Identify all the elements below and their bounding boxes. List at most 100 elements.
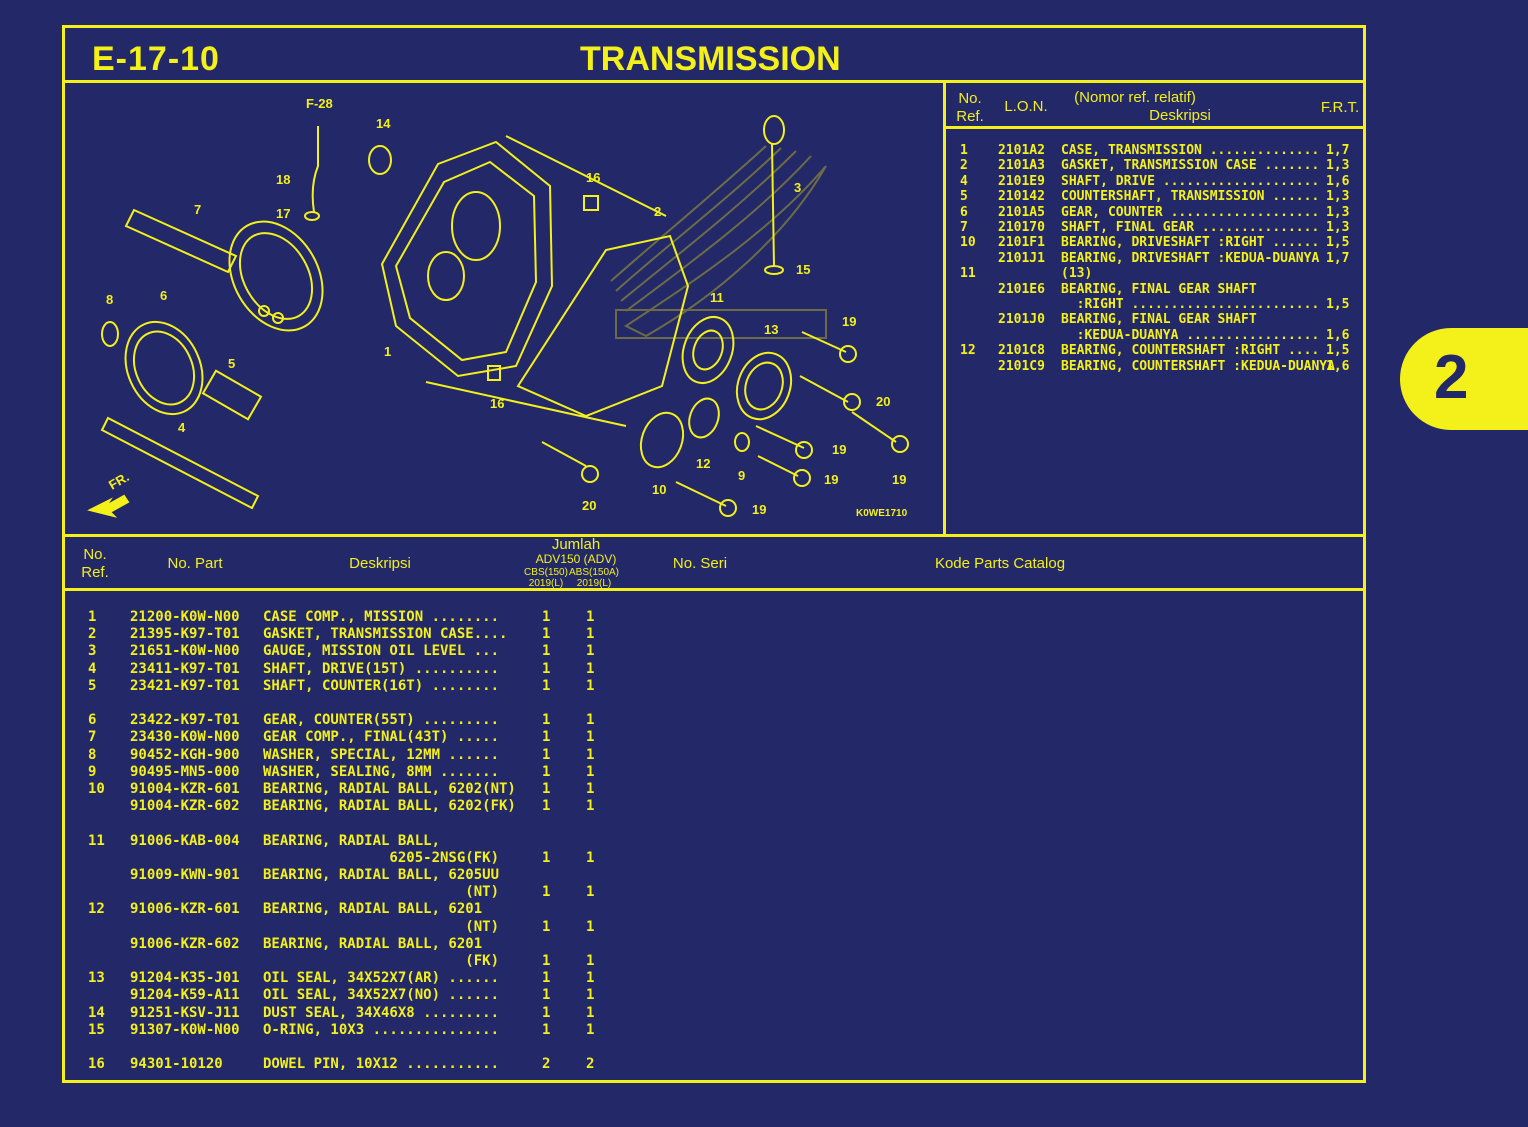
lon-ref: 6: [960, 204, 968, 220]
part-ref: 11: [88, 832, 105, 849]
lon-code: 2101A5: [998, 204, 1045, 220]
bearings: [639, 316, 793, 469]
lon-code: 2101J0: [998, 312, 1045, 328]
washer-special: [101, 321, 119, 347]
lon-desc: (13): [1061, 266, 1093, 282]
part-ref: 5: [88, 677, 97, 694]
part-number: 91006-KZR-602: [130, 935, 240, 952]
callout-label: 5: [228, 356, 235, 371]
lon-desc: GASKET, TRANSMISSION CASE .......: [1061, 158, 1320, 174]
part-number: 91006-KZR-601: [130, 901, 240, 918]
transmission-case: [380, 135, 667, 427]
callout-label: 10: [652, 482, 666, 497]
callout-label: 9: [738, 468, 745, 483]
part-desc: SHAFT, DRIVE(15T) ..........: [263, 660, 500, 677]
parts-header-model: ADV150 (ADV): [535, 552, 617, 566]
part-desc: (NT): [263, 884, 500, 901]
part-desc: BEARING, RADIAL BALL,: [263, 832, 441, 849]
qty-abs: 1: [586, 953, 595, 969]
section-tab-label: 2: [1434, 343, 1469, 412]
qty-abs: 1: [586, 1021, 595, 1038]
part-desc: WASHER, SEALING, 8MM .......: [263, 763, 500, 780]
qty-abs: 1: [586, 970, 595, 987]
lon-desc: BEARING, COUNTERSHAFT :KEDUA-DUANYA: [1061, 358, 1335, 374]
qty-abs: 1: [586, 763, 595, 780]
part-desc: O-RING, 10X3 ...............: [263, 1021, 500, 1038]
qty-abs: 1: [586, 626, 595, 643]
part-ref: 14: [88, 1004, 105, 1021]
qty-cbs: 1: [542, 781, 551, 797]
qty-cbs: 1: [542, 798, 551, 815]
lon-ref: 12: [960, 343, 976, 359]
qty-abs: 1: [586, 609, 595, 625]
section-tab[interactable]: 2: [1400, 328, 1528, 430]
part-desc: OIL SEAL, 34X52X7(NO) ......: [263, 987, 500, 1004]
part-ref: 12: [88, 901, 105, 918]
qty-cbs: 1: [542, 763, 551, 780]
part-number: 91009-KWN-901: [130, 867, 240, 883]
part-desc: DOWEL PIN, 10X12 ...........: [263, 1056, 500, 1073]
lon-frt: 1,6: [1326, 173, 1350, 189]
qty-abs: 1: [586, 884, 595, 901]
part-ref: 2: [88, 626, 97, 643]
clip: [304, 211, 320, 221]
part-desc: OIL SEAL, 34X52X7(AR) ......: [263, 970, 500, 987]
callout-label: 20: [876, 394, 890, 409]
lon-code: 2101J1: [998, 250, 1045, 266]
qty-abs: 1: [586, 781, 595, 797]
lon-ref: 11: [960, 266, 976, 282]
lon-code: 2101C9: [998, 358, 1045, 374]
parts-header-noref: No. Ref.: [81, 546, 109, 581]
lon-code: 2101C8: [998, 343, 1045, 359]
part-desc: BEARING, RADIAL BALL, 6201: [263, 901, 483, 918]
diagram-divider: [943, 80, 946, 536]
part-desc: BEARING, RADIAL BALL, 6202(FK): [263, 798, 516, 815]
lon-desc: BEARING, FINAL GEAR SHAFT: [1061, 312, 1257, 328]
callout-label: 1: [384, 344, 391, 359]
dust-seal: [368, 145, 392, 175]
lon-desc: :KEDUA-DUANYA .................: [1061, 327, 1320, 343]
lon-code: 2101E9: [998, 173, 1045, 189]
lon-frt: 1,6: [1326, 358, 1350, 374]
callout-label: 18: [276, 172, 290, 187]
honda-wing-watermark: [610, 145, 827, 339]
qty-abs: 1: [586, 746, 595, 763]
part-ref: 8: [88, 746, 97, 763]
parts-header-col1: CBS(150) 2019(L): [524, 567, 568, 589]
callout-label: 2: [654, 204, 661, 219]
part-desc: GASKET, TRANSMISSION CASE....: [263, 626, 508, 643]
parts-header-bottom: [62, 588, 1366, 591]
qty-cbs: 1: [542, 953, 551, 969]
section-code: E-17-10: [92, 40, 220, 78]
lon-frt: 1,3: [1326, 220, 1350, 235]
part-ref: 10: [88, 781, 105, 797]
part-number: 94301-10120: [130, 1056, 223, 1073]
ref-marker: F-28: [306, 96, 333, 111]
qty-abs: 1: [586, 712, 595, 729]
qty-abs: 1: [586, 798, 595, 815]
qty-cbs: 1: [542, 712, 551, 729]
qty-abs: 1: [586, 849, 595, 866]
title-divider: [62, 80, 1366, 83]
callout-label: 16: [586, 170, 600, 185]
callout-label: 16: [490, 396, 504, 411]
lon-desc: COUNTERSHAFT, TRANSMISSION ......: [1061, 189, 1320, 205]
part-desc: GEAR COMP., FINAL(43T) .....: [263, 729, 500, 746]
lon-header-frt: F.R.T.: [1320, 99, 1360, 116]
qty-cbs: 1: [542, 1004, 551, 1021]
callout-label: 7: [194, 202, 201, 217]
final-gear-shaft: [124, 208, 324, 332]
lon-desc: BEARING, COUNTERSHAFT :RIGHT ....: [1061, 343, 1320, 359]
qty-cbs: 1: [542, 609, 551, 625]
drive-shaft: [100, 416, 260, 510]
lon-ref: 7: [960, 220, 968, 235]
callout-label: 19: [832, 442, 846, 457]
qty-abs: 1: [586, 660, 595, 677]
parts-header-top: [62, 534, 1366, 537]
part-ref: 4: [88, 660, 97, 677]
qty-cbs: 1: [542, 660, 551, 677]
part-ref: 7: [88, 729, 97, 746]
callout-label: 12: [696, 456, 710, 471]
parts-header-desc: Deskripsi: [349, 555, 411, 572]
part-number: 91006-KAB-004: [130, 832, 240, 849]
